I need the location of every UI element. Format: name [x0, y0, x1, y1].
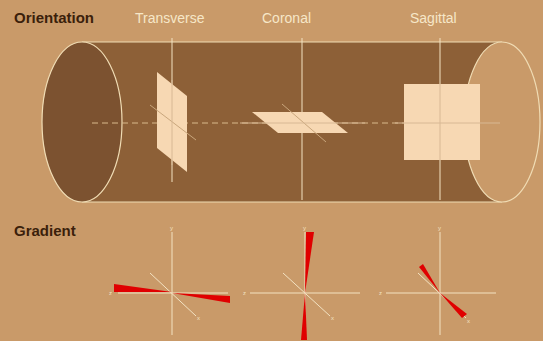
- axis-letter: z: [243, 290, 246, 296]
- plane-name: Coronal: [262, 11, 311, 25]
- axis-letter: z: [109, 290, 112, 296]
- axis-line: [150, 105, 196, 140]
- gradient-axes: [386, 232, 496, 335]
- axis-line: [172, 80, 173, 165]
- axis-letter: y: [170, 225, 173, 231]
- cylinder-end: [42, 42, 122, 202]
- cylinder-edge: [82, 41, 502, 42]
- axis-letter: x: [467, 318, 470, 324]
- gradient-axes: [118, 232, 228, 335]
- axis-line: [440, 38, 441, 200]
- gradient-wedge: [419, 264, 440, 293]
- axis-letter: y: [303, 225, 306, 231]
- axis-line: [395, 123, 500, 124]
- cylinder-edge: [82, 201, 502, 202]
- section-heading: Orientation: [14, 10, 94, 25]
- gradient-wedge: [172, 293, 230, 303]
- axis-line: [440, 84, 441, 160]
- section-heading: Gradient: [14, 223, 76, 238]
- bore-axis: [92, 123, 420, 124]
- gradient-wedge: [301, 293, 307, 340]
- axis-letter: y: [438, 225, 441, 231]
- axis-letter: x: [331, 315, 334, 321]
- axis-line: [240, 123, 365, 124]
- gradient-wedge: [305, 232, 314, 293]
- cylinder-body: [82, 42, 502, 202]
- gradient-wedge: [114, 284, 172, 292]
- gradient-wedge: [440, 293, 467, 318]
- plane-name: Transverse: [135, 11, 205, 25]
- sagittal-plane: [404, 84, 480, 160]
- axis-letter: x: [197, 315, 200, 321]
- axis-letter: z: [379, 290, 382, 296]
- axis-line: [172, 38, 173, 182]
- plane-name: Sagittal: [410, 11, 457, 25]
- transverse-plane: [157, 72, 187, 172]
